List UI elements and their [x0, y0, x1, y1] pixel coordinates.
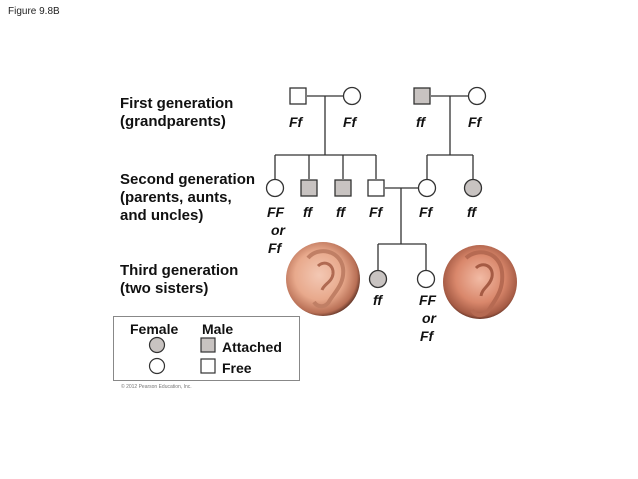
- legend-male-free-icon: [200, 358, 216, 374]
- legend-symbols: [148, 336, 216, 375]
- pedigree-lines: [274, 95, 474, 270]
- genotype-label: or: [422, 310, 436, 326]
- genotype-label: Ff: [468, 114, 482, 130]
- genotype-label: Ff: [420, 328, 434, 344]
- gen2-female-free: [265, 178, 285, 198]
- genotype-label: or: [271, 222, 285, 238]
- second-generation-label: Second generation (parents, aunts, and u…: [120, 171, 256, 224]
- legend-male-attached-icon: [200, 337, 216, 353]
- genotype-label: ff: [336, 204, 346, 220]
- gen2-male-attached-1: [300, 179, 318, 197]
- genotype-label: Ff: [289, 114, 303, 130]
- attached-earlobe-photo: [286, 242, 360, 316]
- genotype-label: Ff: [268, 240, 282, 256]
- genotype-label: Ff: [343, 114, 357, 130]
- genotype-label: ff: [303, 204, 313, 220]
- gen1-female-free: [342, 86, 362, 106]
- gen2-female-attached: [463, 178, 483, 198]
- legend-male-label: Male: [202, 321, 234, 337]
- genotype-label: FF: [419, 292, 437, 308]
- gen2-male-free: [367, 179, 385, 197]
- genotype-label: ff: [416, 114, 426, 130]
- gen1-male-free: [289, 87, 307, 105]
- gen3-female-free: [416, 269, 436, 289]
- gen2-female-free-2: [417, 178, 437, 198]
- figure-label: Figure 9.8B: [8, 6, 60, 17]
- genotype-label: Ff: [419, 204, 433, 220]
- legend-female-attached-icon: [148, 336, 166, 354]
- gen1-male-attached: [413, 87, 431, 105]
- gen2-male-attached-2: [334, 179, 352, 197]
- first-generation-label: First generation (grandparents): [120, 95, 234, 130]
- legend-female-free-icon: [148, 357, 166, 375]
- third-generation-label: Third generation (two sisters): [120, 262, 239, 297]
- legend-female-label: Female: [130, 321, 179, 337]
- genotype-label: ff: [467, 204, 477, 220]
- genotype-label: FF: [267, 204, 285, 220]
- gen3-female-attached: [368, 269, 388, 289]
- copyright: © 2012 Pearson Education, Inc.: [121, 384, 192, 390]
- legend-attached-label: Attached: [222, 339, 282, 355]
- legend-free-label: Free: [222, 360, 252, 376]
- genotype-label: ff: [373, 292, 383, 308]
- free-earlobe-photo: [443, 245, 517, 319]
- gen1-female-free-2: [467, 86, 487, 106]
- genotype-label: Ff: [369, 204, 383, 220]
